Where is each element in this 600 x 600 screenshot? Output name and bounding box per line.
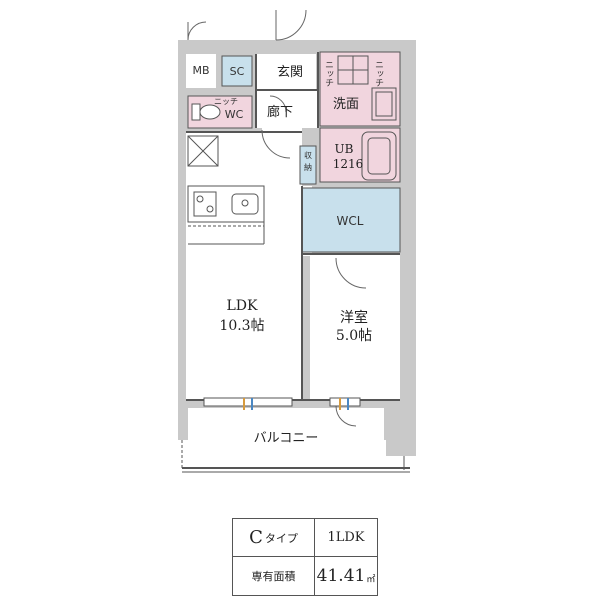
western-room-label: 洋室: [340, 309, 368, 326]
ub-label: UB: [335, 142, 354, 156]
unit-type-cell: C タイプ: [233, 519, 315, 557]
refrigerator-space: [187, 135, 219, 167]
storage-label-1: 収: [304, 150, 312, 160]
wc-label: WC: [225, 108, 244, 121]
wcl-label: WCL: [337, 214, 364, 228]
hallway-label: 廊下: [267, 104, 293, 120]
balcony-label: バルコニー: [254, 431, 319, 446]
niche-label-2: ニッチ: [373, 60, 384, 87]
area-value-cell: 41.41 ㎡: [315, 557, 377, 595]
washroom-label: 洗面: [333, 97, 359, 112]
ub-size-label: 1216: [333, 157, 364, 171]
door-swings: [187, 9, 367, 427]
unit-type-sub: タイプ: [264, 531, 298, 545]
washbasin-icon: [371, 87, 397, 121]
windows: [203, 397, 361, 410]
toilet-icon: [191, 103, 221, 121]
area-unit: ㎡: [366, 575, 376, 585]
washroom-room: [319, 51, 401, 127]
storage-room: [299, 145, 317, 185]
layout-cell: 1LDK: [315, 519, 377, 557]
niche-label-wc: ニッチ: [214, 97, 238, 106]
niche-shelf-icon: [337, 55, 369, 85]
unit-info-table: C タイプ 1LDK 専有面積 41.41 ㎡: [232, 518, 378, 596]
western-room-size-label: 5.0帖: [336, 328, 372, 344]
area-label-cell: 専有面積: [233, 557, 315, 595]
unit-type-main: C: [249, 527, 263, 548]
entrance-label: 玄関: [277, 65, 303, 80]
area-label: 専有面積: [251, 570, 296, 583]
ub-room: [319, 127, 401, 183]
ldk-label: LDK: [227, 298, 259, 314]
area-value: 41.41: [316, 566, 366, 586]
storage-label-2: 納: [304, 162, 312, 172]
sc-room: [221, 55, 253, 87]
room-fills: [186, 54, 400, 400]
niche-label-1: ニッチ: [323, 60, 334, 87]
mb-label: MB: [192, 64, 209, 77]
balcony-area: [181, 408, 410, 473]
kitchen-counter: [187, 185, 265, 245]
wcl-room: [301, 187, 401, 253]
ldk-size-label: 10.3帖: [219, 318, 264, 334]
sc-label: SC: [230, 65, 245, 78]
layout-value: 1LDK: [327, 530, 365, 545]
bathtub-icon: [361, 131, 397, 181]
